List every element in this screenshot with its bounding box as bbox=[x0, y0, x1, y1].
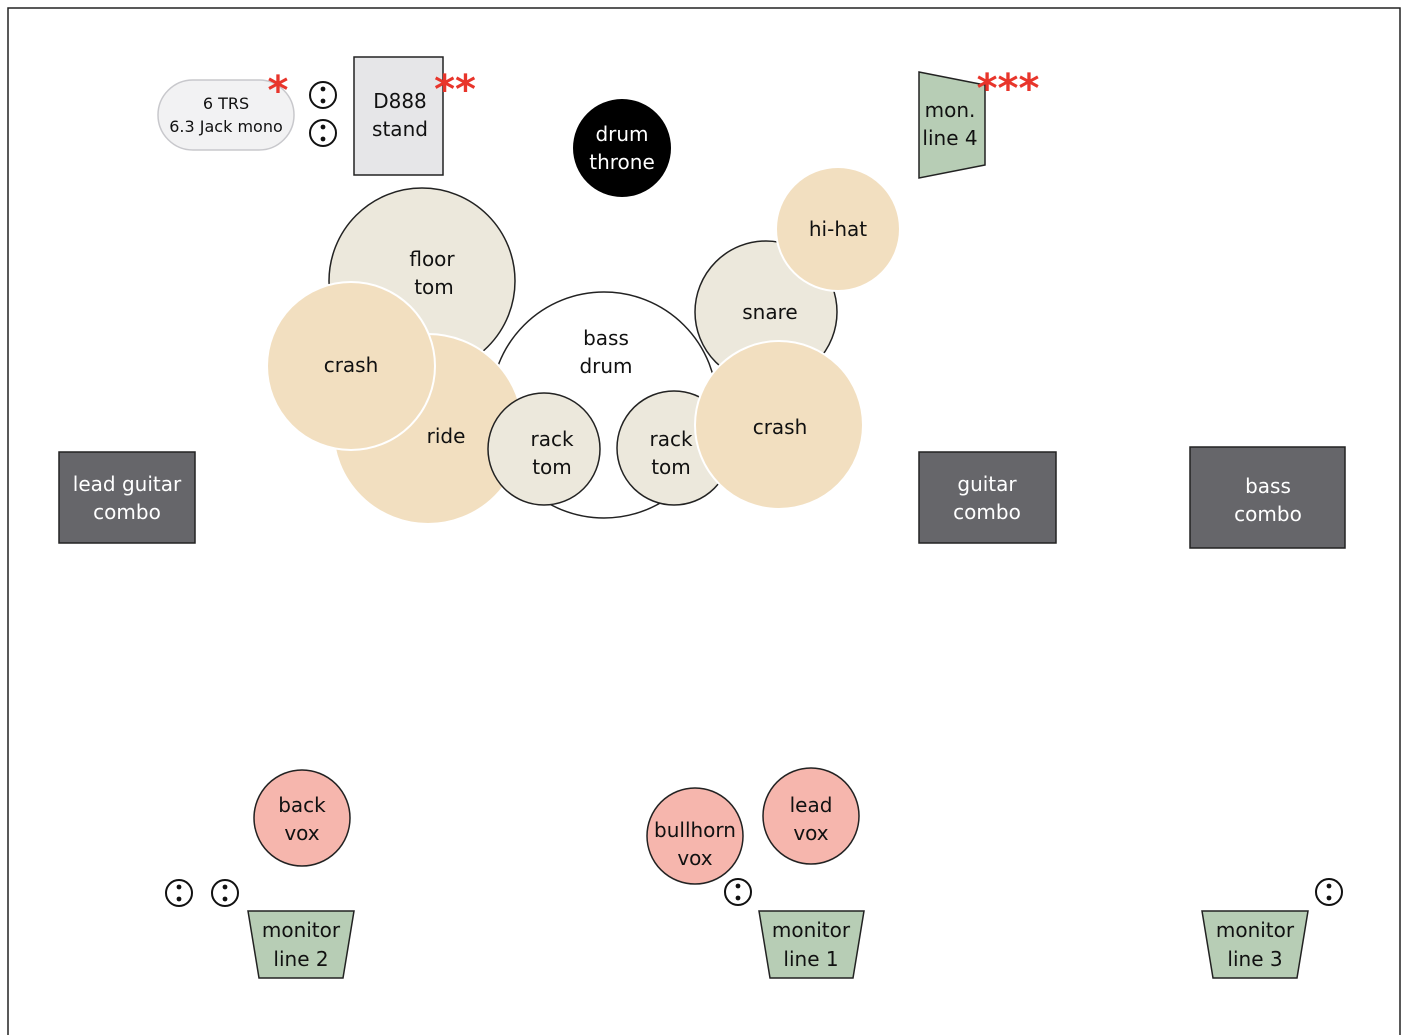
guitar-combo-label-1: guitar bbox=[957, 472, 1017, 496]
lead-guitar-combo: lead guitar combo bbox=[58, 451, 196, 544]
mon3-label-2: line 3 bbox=[1227, 947, 1282, 971]
xlr-connector-icon bbox=[165, 879, 193, 907]
drum-throne: drum throne bbox=[573, 99, 671, 197]
rack-tom-right-label-2: tom bbox=[651, 455, 691, 479]
xlr-connector-icon bbox=[724, 878, 752, 906]
d888-label-2: stand bbox=[372, 117, 428, 141]
back-vox-mic: back vox bbox=[253, 769, 351, 867]
crash-cymbal-right: crash bbox=[694, 340, 864, 510]
guitar-combo-label-2: combo bbox=[953, 500, 1021, 524]
back-vox-label-1: back bbox=[278, 793, 326, 817]
rack-tom-left: rack tom bbox=[487, 392, 601, 506]
bass-combo-label-1: bass bbox=[1245, 474, 1291, 498]
hihat-label: hi-hat bbox=[809, 217, 867, 241]
mon3-label-1: monitor bbox=[1216, 918, 1295, 942]
ride-label: ride bbox=[427, 424, 466, 448]
bullhorn-label-2: vox bbox=[677, 846, 712, 870]
rack-tom-right-label-1: rack bbox=[649, 427, 692, 451]
xlr-connector-icon bbox=[309, 119, 337, 147]
rack-tom-left-label-1: rack bbox=[530, 427, 573, 451]
d888-label-1: D888 bbox=[373, 89, 427, 113]
floor-tom-label-2: tom bbox=[414, 275, 454, 299]
d888-stand: D888 stand bbox=[353, 56, 444, 176]
mon1-label-1: monitor bbox=[772, 918, 851, 942]
lead-vox-label-2: vox bbox=[793, 821, 828, 845]
crash-left-label: crash bbox=[324, 353, 379, 377]
back-vox-label-2: vox bbox=[284, 821, 319, 845]
mon4-label-2: line 4 bbox=[922, 126, 977, 150]
bass-drum-label-1: bass bbox=[583, 326, 629, 350]
bullhorn-label-1: bullhorn bbox=[654, 818, 736, 842]
asterisk-marker-2: ** bbox=[434, 67, 476, 113]
asterisk-marker-3: *** bbox=[977, 66, 1040, 112]
bass-combo-label-2: combo bbox=[1234, 502, 1302, 526]
trs-label-1: 6 TRS bbox=[203, 94, 249, 113]
mon1-label-2: line 1 bbox=[783, 947, 838, 971]
trs-label-2: 6.3 Jack mono bbox=[169, 117, 283, 136]
asterisk-marker-1: * bbox=[268, 68, 289, 114]
trs-box: 6 TRS 6.3 Jack mono bbox=[157, 79, 295, 151]
monitor-line-2: monitor line 2 bbox=[247, 910, 355, 979]
mon4-label-1: mon. bbox=[925, 98, 976, 122]
crash-cymbal-left: crash bbox=[266, 281, 436, 451]
mon2-label-2: line 2 bbox=[273, 947, 328, 971]
xlr-connector-icon bbox=[1315, 878, 1343, 906]
hi-hat: hi-hat bbox=[775, 166, 901, 292]
monitor-line-3: monitor line 3 bbox=[1201, 910, 1309, 979]
xlr-connector-icon bbox=[211, 879, 239, 907]
lead-vox-mic: lead vox bbox=[762, 767, 860, 865]
monitor-line-1: monitor line 1 bbox=[758, 910, 865, 979]
bullhorn-vox-mic: bullhorn vox bbox=[646, 787, 744, 885]
throne-label-1: drum bbox=[595, 122, 648, 146]
floor-tom-label-1: floor bbox=[409, 247, 455, 271]
bass-combo: bass combo bbox=[1189, 446, 1346, 549]
crash-right-label: crash bbox=[753, 415, 808, 439]
xlr-connector-icon bbox=[309, 81, 337, 109]
lead-vox-label-1: lead bbox=[790, 793, 833, 817]
mon2-label-1: monitor bbox=[262, 918, 341, 942]
bass-drum-label-2: drum bbox=[579, 354, 632, 378]
guitar-combo: guitar combo bbox=[918, 451, 1057, 544]
snare-label: snare bbox=[742, 300, 797, 324]
rack-tom-left-label-2: tom bbox=[532, 455, 572, 479]
lead-guitar-label-1: lead guitar bbox=[73, 472, 182, 496]
monitor-line-4: mon. line 4 bbox=[918, 71, 986, 179]
lead-guitar-label-2: combo bbox=[93, 500, 161, 524]
throne-label-2: throne bbox=[589, 150, 655, 174]
